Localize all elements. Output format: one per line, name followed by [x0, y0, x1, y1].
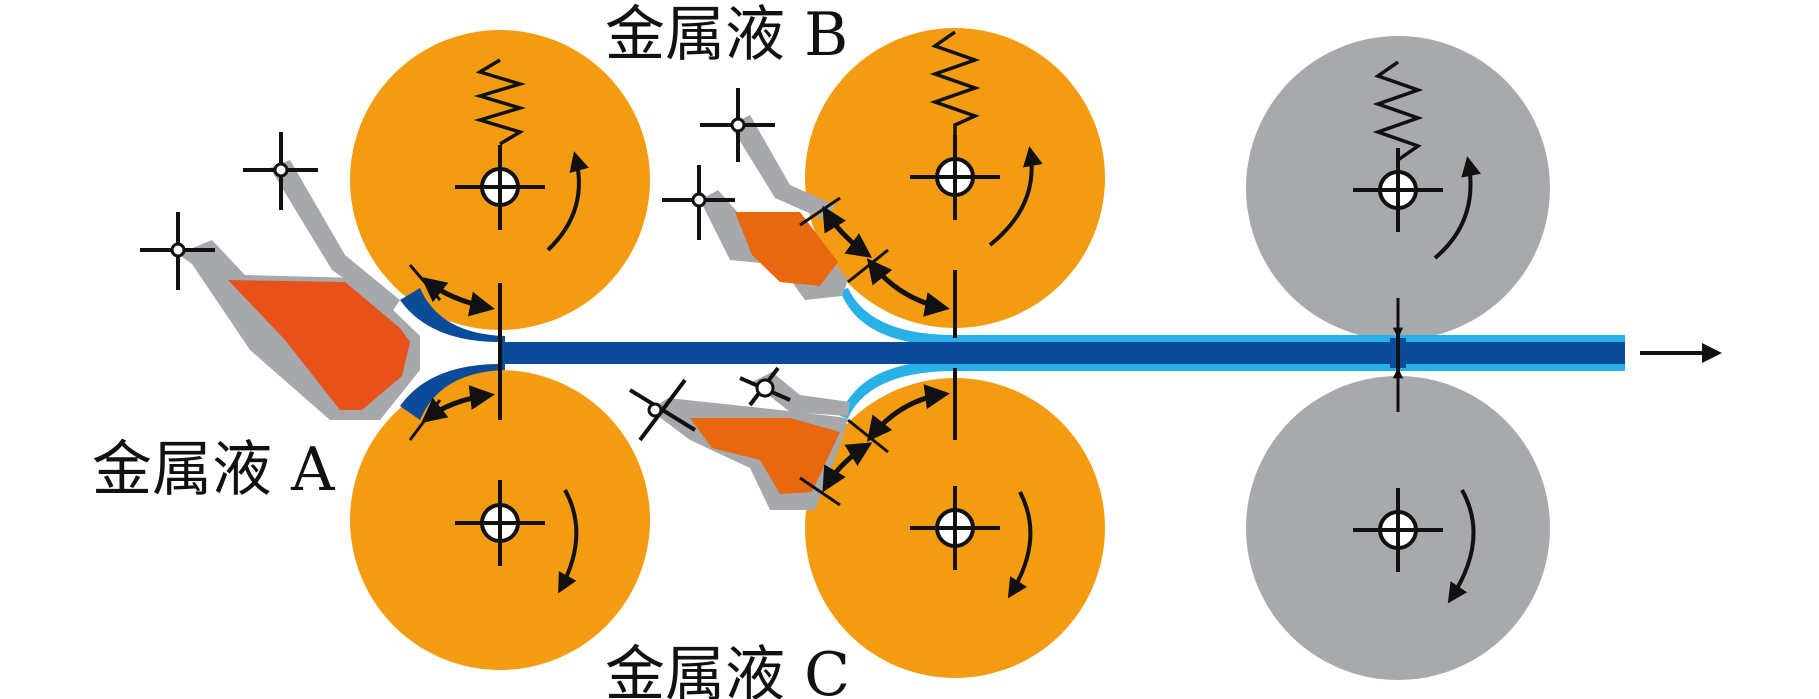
clad-layer-top: [840, 288, 1625, 346]
nozzle-a: [178, 160, 420, 420]
clad-layer-bottom: [840, 360, 1625, 418]
rotation-arrow-2-bottom: [1007, 491, 1033, 599]
pivot-crosshair-a1: [140, 212, 215, 290]
spring-2-top: [929, 30, 981, 150]
arc-tick-2c-a: [799, 476, 841, 507]
pivot-crosshair-b1: [700, 88, 775, 162]
arc-tick-2b-a: [799, 196, 841, 227]
pivot-crosshair-b2: [662, 165, 735, 240]
metal-a-melt: [228, 280, 410, 410]
arc-tick-1-top: [408, 264, 442, 301]
rotation-arrow-3-top: [1433, 156, 1481, 260]
roll-center-3-top: [1353, 148, 1443, 232]
label-metal-a: 金属液 A: [92, 435, 335, 505]
strip-core: [500, 342, 1625, 364]
roll-center-2-bottom: [910, 486, 1000, 570]
rotation-arrow-1-top: [546, 151, 589, 252]
nozzle-c: [650, 372, 850, 510]
pivot-crosshair-a2: [243, 132, 318, 210]
label-metal-b: 金属液 B: [605, 0, 848, 70]
arc-arrow-2b-long: [866, 258, 950, 317]
label-metal-c: 金属液 C: [605, 640, 850, 699]
rotation-arrow-1-bottom: [558, 489, 579, 594]
arc-arrow-2c-short: [822, 442, 873, 493]
spring-1-top: [473, 58, 527, 146]
arc-tick-1-bottom: [408, 399, 442, 441]
roll-center-1-bottom: [455, 480, 545, 566]
spring-3-top: [1372, 60, 1424, 162]
nozzle-b: [700, 115, 848, 300]
roll-center-2-top: [910, 135, 1000, 220]
nozzle-b-upper-arm: [730, 115, 835, 220]
nozzle-c-upper-arm: [752, 372, 850, 416]
pivot-crosshair-c2: [739, 366, 791, 407]
rotation-arrow-3-bottom: [1447, 489, 1476, 604]
arc-arrow-1-top: [421, 276, 495, 317]
pivot-crosshair-c1: [628, 378, 697, 442]
arc-arrow-2c-long: [866, 384, 950, 442]
metal-b-melt: [735, 212, 838, 286]
roll-center-3-bottom: [1353, 488, 1443, 572]
arc-arrow-1-bottom: [421, 385, 495, 424]
rotation-arrow-2-top: [988, 146, 1043, 247]
metal-c-melt: [690, 418, 840, 494]
roll-center-1-top: [455, 145, 545, 230]
nozzle-a-upper-arm: [270, 160, 400, 312]
arc-arrow-2b-short: [822, 205, 873, 258]
